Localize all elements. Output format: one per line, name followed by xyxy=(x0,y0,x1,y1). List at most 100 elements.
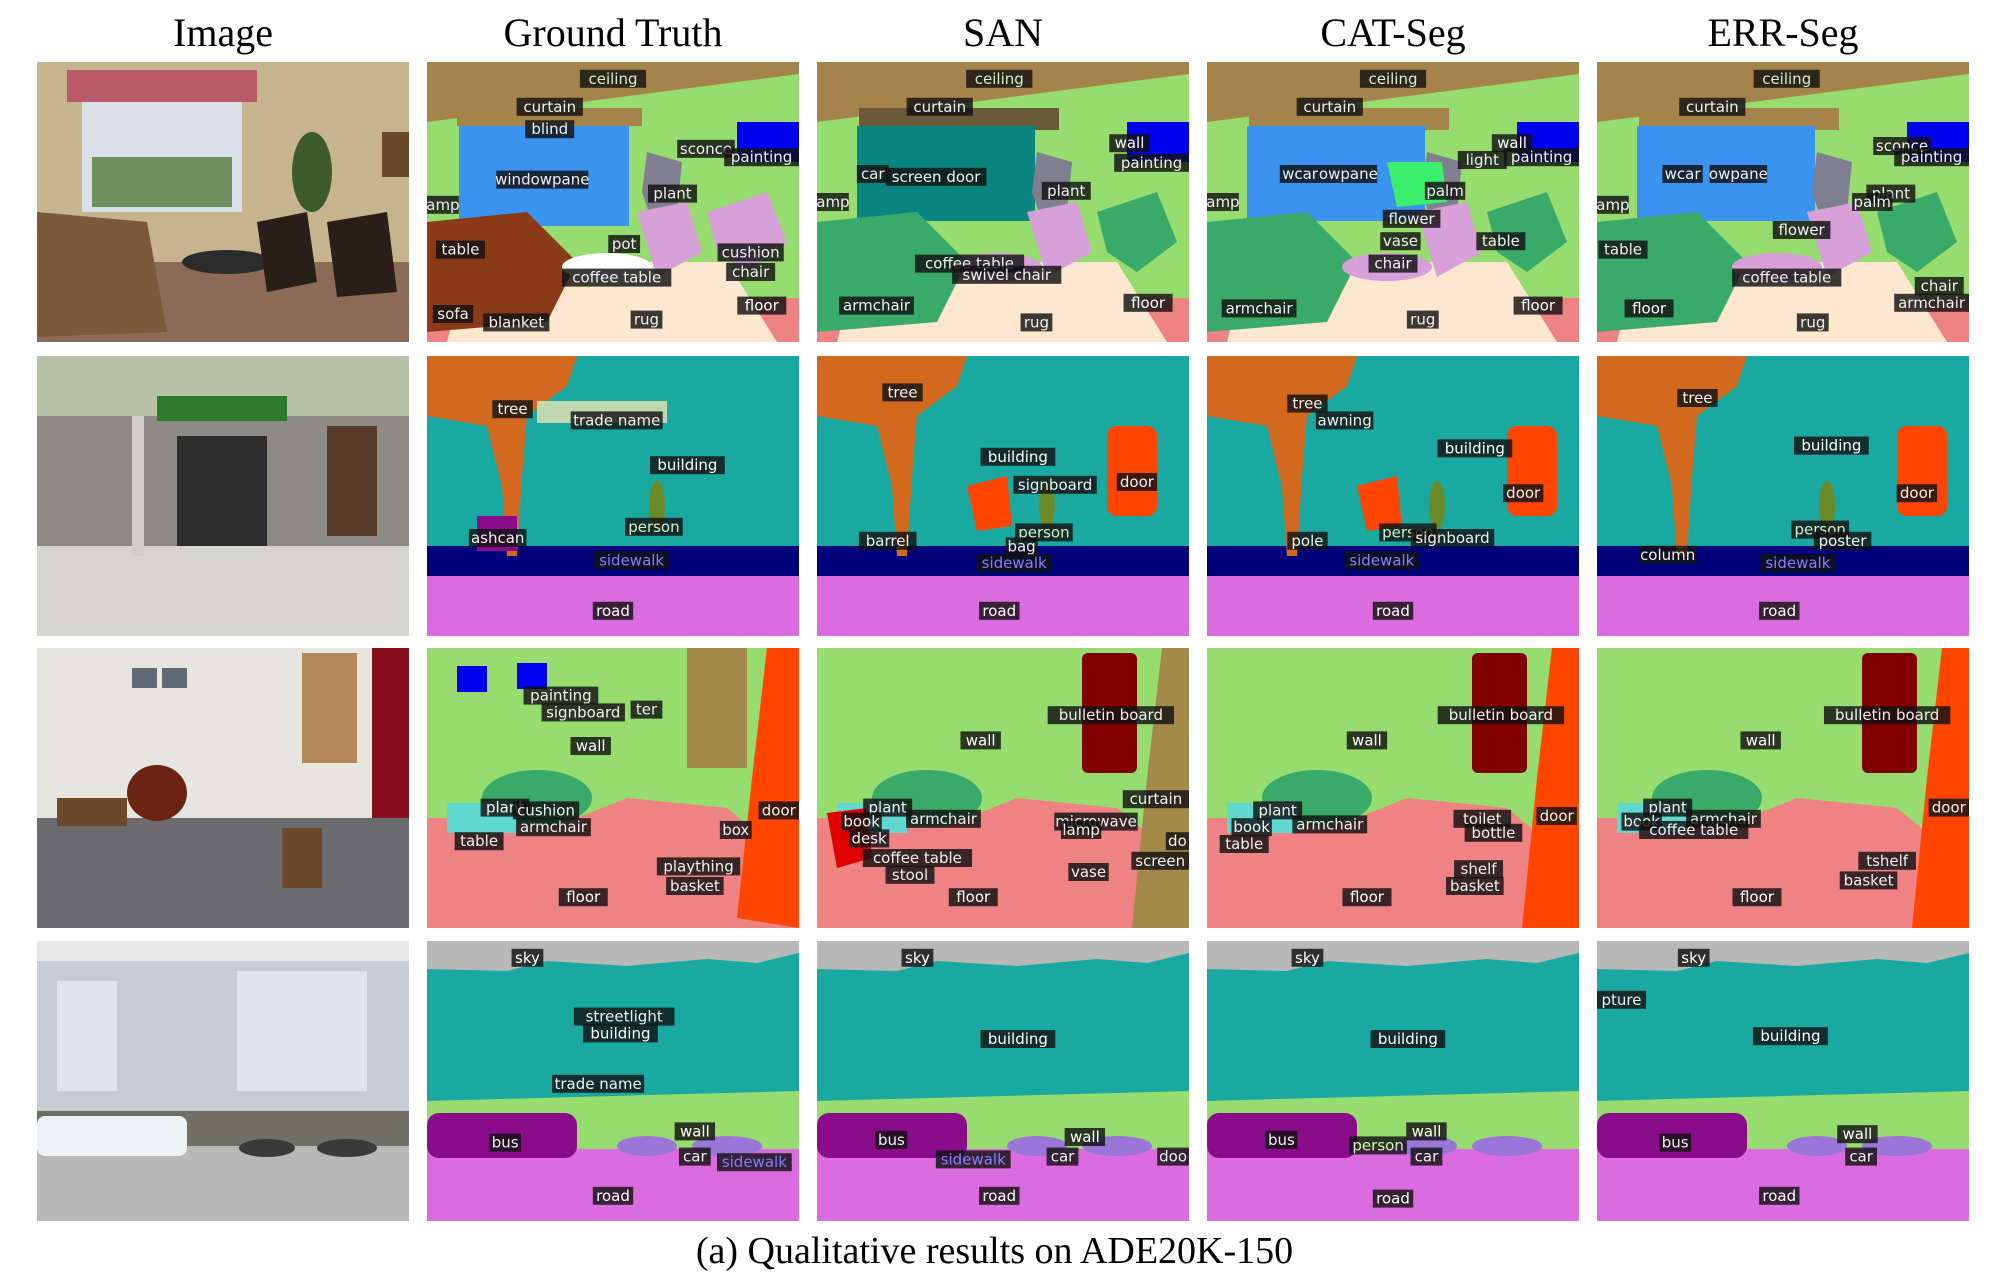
curtain-region xyxy=(457,108,642,126)
seg-label: trade name xyxy=(570,411,663,430)
seg-label: door xyxy=(1896,484,1938,503)
seg-label: wcar xyxy=(1662,165,1703,183)
svg-text:lamp: lamp xyxy=(1062,821,1100,839)
svg-text:desk: desk xyxy=(851,829,887,847)
svg-text:curtain: curtain xyxy=(913,98,966,116)
column-title-err-seg: ERR-Seg xyxy=(1707,10,1859,55)
seg-label: plant xyxy=(1041,181,1091,200)
seg-label: column xyxy=(1638,545,1697,564)
svg-text:armchair: armchair xyxy=(520,818,588,836)
svg-text:table: table xyxy=(1482,232,1520,250)
svg-text:floor: floor xyxy=(745,297,780,315)
seg-label: ceiling xyxy=(1359,69,1427,88)
svg-text:tshelf: tshelf xyxy=(1866,852,1909,870)
svg-text:wall: wall xyxy=(576,737,606,755)
valance xyxy=(67,70,257,102)
svg-text:curtain: curtain xyxy=(1303,98,1356,116)
svg-text:floor: floor xyxy=(1740,888,1775,906)
plant-area xyxy=(292,132,332,212)
seg-label: sidewalk xyxy=(935,1150,1011,1169)
seg-label: door xyxy=(1116,473,1158,491)
svg-text:wall: wall xyxy=(1352,731,1382,749)
plant-region xyxy=(1812,152,1852,222)
seg-label: armchair xyxy=(1292,815,1368,834)
seg-label: road xyxy=(1372,1189,1414,1208)
svg-text:ceiling: ceiling xyxy=(1762,70,1811,88)
svg-text:coffee table: coffee table xyxy=(1742,269,1831,287)
seg-label: building xyxy=(980,1030,1056,1048)
svg-text:bus: bus xyxy=(492,1134,519,1152)
seg-label: bulletin board xyxy=(1047,706,1175,725)
svg-text:ter: ter xyxy=(636,701,658,719)
person-region xyxy=(1429,481,1445,531)
svg-text:road: road xyxy=(1762,1187,1796,1205)
svg-text:doo: doo xyxy=(1159,1148,1187,1166)
seg-label: windowpane xyxy=(495,170,589,189)
seg-label: pot xyxy=(608,235,641,253)
seg-label: sky xyxy=(901,948,934,967)
svg-text:amp: amp xyxy=(1597,196,1630,214)
input-image-lounge xyxy=(37,648,409,928)
svg-text:door: door xyxy=(1932,799,1967,817)
seg-label: chair xyxy=(1368,254,1418,273)
seg-label: palm xyxy=(1424,181,1466,200)
seg-label: coffee table xyxy=(1732,268,1842,287)
column-title-cat-seg: CAT-Seg xyxy=(1320,10,1466,55)
svg-text:tree: tree xyxy=(887,383,917,401)
svg-text:road: road xyxy=(982,602,1016,620)
svg-text:sidewalk: sidewalk xyxy=(941,1150,1006,1168)
seg-label: chair xyxy=(726,263,776,281)
door-region xyxy=(1522,648,1579,928)
seg-label: sidewalk xyxy=(594,551,669,570)
seg-label: armchair xyxy=(906,809,981,828)
seg-label: curtain xyxy=(1122,790,1189,809)
seg-label: plant xyxy=(648,184,698,203)
svg-text:swivel chair: swivel chair xyxy=(962,266,1051,284)
seg-label: cushion xyxy=(512,801,580,820)
seg-label: coffee table xyxy=(562,268,672,287)
svg-text:door: door xyxy=(1120,473,1155,491)
seg-label: basket xyxy=(666,877,724,895)
car-2 xyxy=(317,1139,377,1157)
svg-text:signboard: signboard xyxy=(1415,529,1489,547)
svg-text:armchair: armchair xyxy=(910,810,978,828)
seg-label: armchair xyxy=(1221,299,1297,318)
svg-text:curtain: curtain xyxy=(1130,790,1183,808)
svg-text:building: building xyxy=(988,1030,1048,1048)
svg-text:painting: painting xyxy=(1901,148,1962,166)
chair-area xyxy=(257,212,317,292)
svg-text:sidewalk: sidewalk xyxy=(1765,554,1830,572)
person-region xyxy=(1819,481,1835,531)
seg-label: rug xyxy=(1406,310,1439,329)
input-image-street-shop xyxy=(37,356,409,636)
svg-text:poster: poster xyxy=(1819,532,1868,550)
svg-text:vase: vase xyxy=(1383,232,1418,250)
seg-label: pole xyxy=(1287,531,1328,550)
svg-text:wall: wall xyxy=(1412,1122,1442,1140)
svg-text:screen: screen xyxy=(1135,852,1185,870)
seg-label: armchair xyxy=(516,818,591,837)
seg-label: painting xyxy=(724,148,799,167)
seg-label: table xyxy=(1476,232,1526,251)
svg-text:painting: painting xyxy=(1511,148,1572,166)
svg-text:palm: palm xyxy=(1426,182,1464,200)
svg-text:armchair: armchair xyxy=(843,297,911,315)
seg-label: screen door xyxy=(885,167,987,186)
svg-text:table: table xyxy=(1604,241,1642,259)
seg-label: bag xyxy=(1005,537,1038,556)
seg-label: floor xyxy=(1513,296,1563,315)
seg-label: door xyxy=(1928,798,1969,817)
svg-text:wcar: wcar xyxy=(1665,165,1702,183)
armchair-area xyxy=(127,765,187,821)
car-region xyxy=(1787,1136,1847,1156)
column-title-ground-truth: Ground Truth xyxy=(503,10,723,55)
svg-text:sky: sky xyxy=(905,949,930,967)
seg-label: table xyxy=(1219,835,1269,853)
seg-label: blind xyxy=(525,120,575,139)
seg-label: toilet xyxy=(1453,809,1512,828)
seg-label: car xyxy=(1410,1147,1443,1166)
